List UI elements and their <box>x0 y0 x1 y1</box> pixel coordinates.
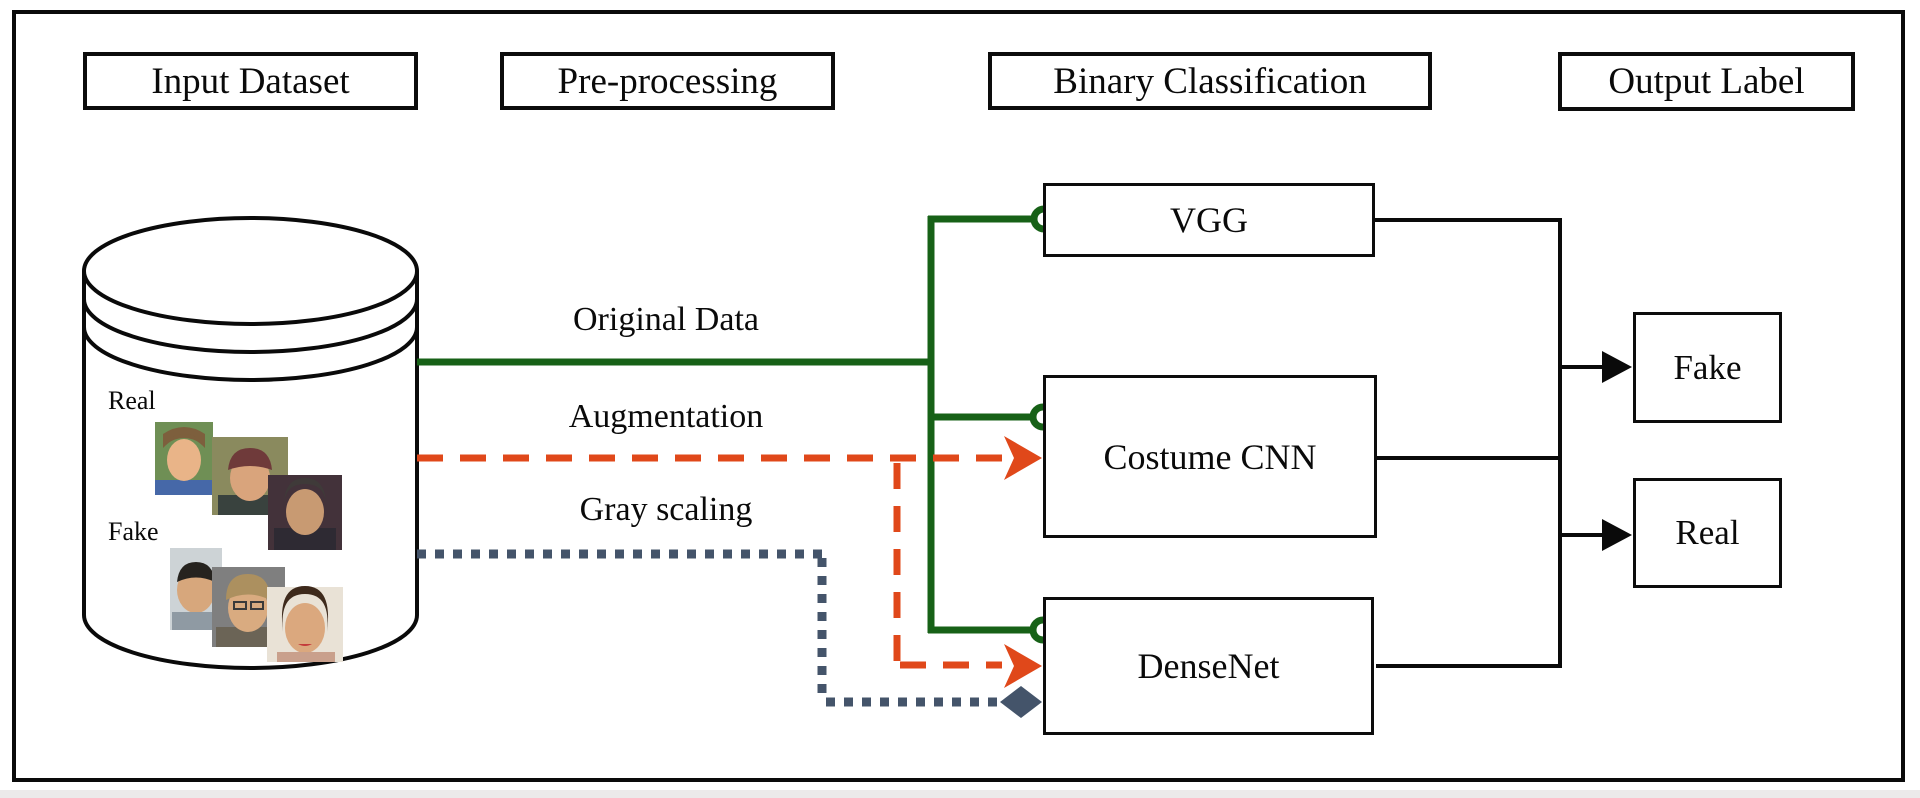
flow-label-gray-scaling: Gray scaling <box>579 491 753 528</box>
stage-header-binary-classification: Binary Classification <box>988 52 1432 110</box>
orange-arrowhead-densenet <box>1004 644 1042 688</box>
output-connector-lines <box>1375 218 1605 668</box>
stage-header-pre-processing: Pre-processing <box>500 52 835 110</box>
stage-header-input-dataset: Input Dataset <box>83 52 418 110</box>
classifier-box-densenet: DenseNet <box>1043 597 1374 735</box>
output-box-fake: Fake <box>1633 312 1782 423</box>
classifier-box-costume-cnn: Costume CNN <box>1043 375 1377 538</box>
black-arrowhead-real <box>1602 519 1632 551</box>
stage-header-output-label: Output Label <box>1558 52 1855 111</box>
fake-face-photo-3 <box>267 586 343 662</box>
flow-label-augmentation: Augmentation <box>568 398 764 435</box>
flow-label-original-data: Original Data <box>573 301 759 338</box>
flow-augmentation-lines <box>417 454 1002 669</box>
dataset-real-label: Real <box>108 386 156 415</box>
classifier-box-vgg: VGG <box>1043 183 1375 257</box>
orange-arrowhead-cnn <box>1004 436 1042 480</box>
flow-gray-scaling-lines <box>417 549 997 707</box>
output-box-real: Real <box>1633 478 1782 588</box>
real-face-photo-1 <box>155 422 213 495</box>
gray-diamond-densenet <box>1000 686 1042 718</box>
bottom-edge-strip <box>0 790 1920 798</box>
real-face-photo-3 <box>268 475 342 550</box>
dataset-fake-label: Fake <box>108 517 159 546</box>
flow-original-data-lines <box>417 215 1031 634</box>
black-arrowhead-fake <box>1602 351 1632 383</box>
